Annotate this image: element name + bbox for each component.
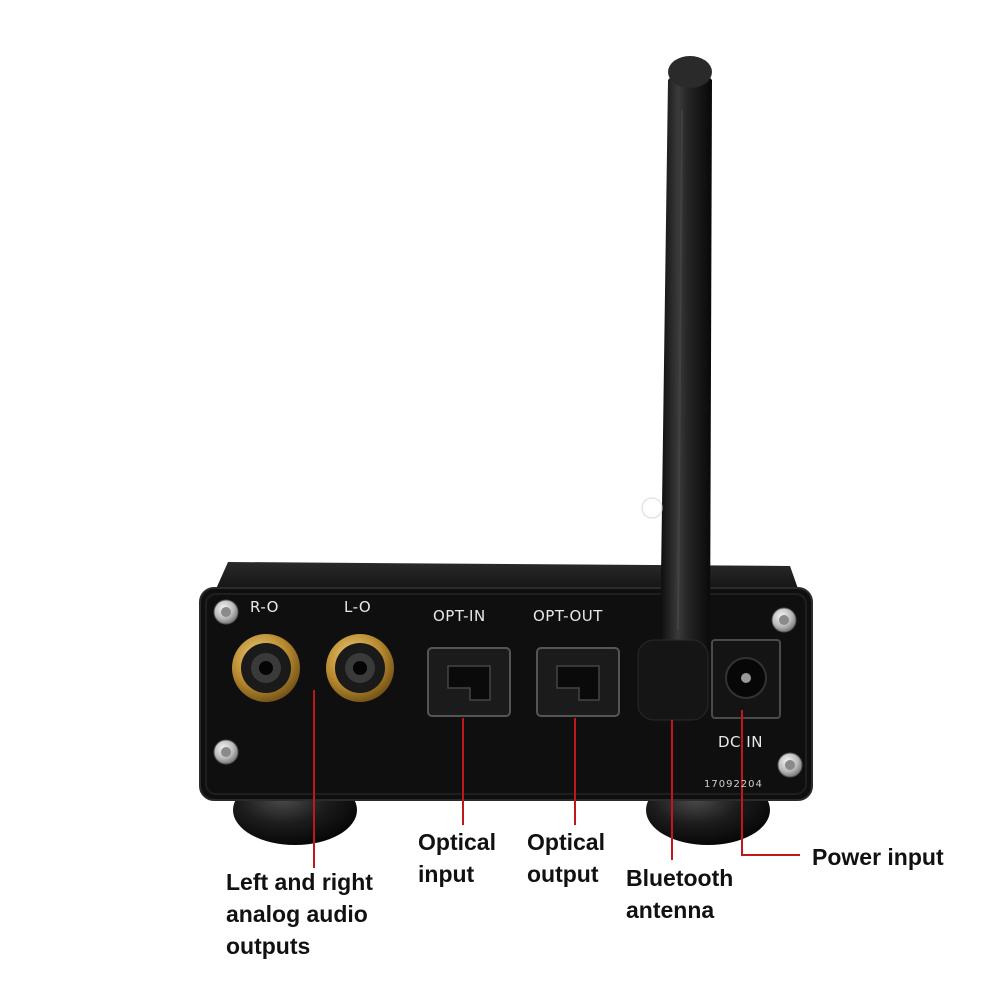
callout-line-2: antenna — [626, 897, 715, 923]
label-r-out: R-O — [250, 598, 279, 616]
label-dc-in: DC IN — [718, 733, 763, 751]
callout-optical-output: Optical output — [527, 826, 605, 890]
callout-line-2: analog audio — [226, 901, 368, 927]
callout-analog-outputs: Left and right analog audio outputs — [226, 866, 373, 962]
screw-icon — [213, 599, 239, 625]
callout-line-1: Optical — [418, 829, 496, 855]
callout-line-1: Bluetooth — [626, 865, 734, 891]
callout-line-1: Left and right — [226, 869, 373, 895]
bluetooth-antenna — [637, 56, 712, 721]
label-l-out: L-O — [344, 598, 372, 616]
callout-optical-input: Optical input — [418, 826, 496, 890]
screw-icon — [777, 752, 803, 778]
callout-bluetooth-antenna: Bluetooth antenna — [626, 862, 733, 926]
label-opt-out: OPT-OUT — [533, 607, 603, 625]
optical-input-port — [427, 647, 511, 717]
screw-icon — [213, 739, 239, 765]
dc-power-jack — [711, 639, 781, 719]
rca-jack-left — [326, 634, 394, 702]
optical-output-port — [536, 647, 620, 717]
callout-power-input: Power input — [812, 841, 944, 873]
screw-icon — [771, 607, 797, 633]
label-opt-in: OPT-IN — [433, 607, 486, 625]
rca-jack-right — [232, 634, 300, 702]
callout-line-1: Power input — [812, 844, 944, 870]
callout-lines — [313, 690, 800, 868]
callout-line-1: Optical — [527, 829, 605, 855]
callout-line-3: outputs — [226, 933, 311, 959]
callout-line-2: output — [527, 861, 599, 887]
callout-line-2: input — [418, 861, 475, 887]
serial-number: 17092204 — [704, 779, 763, 790]
